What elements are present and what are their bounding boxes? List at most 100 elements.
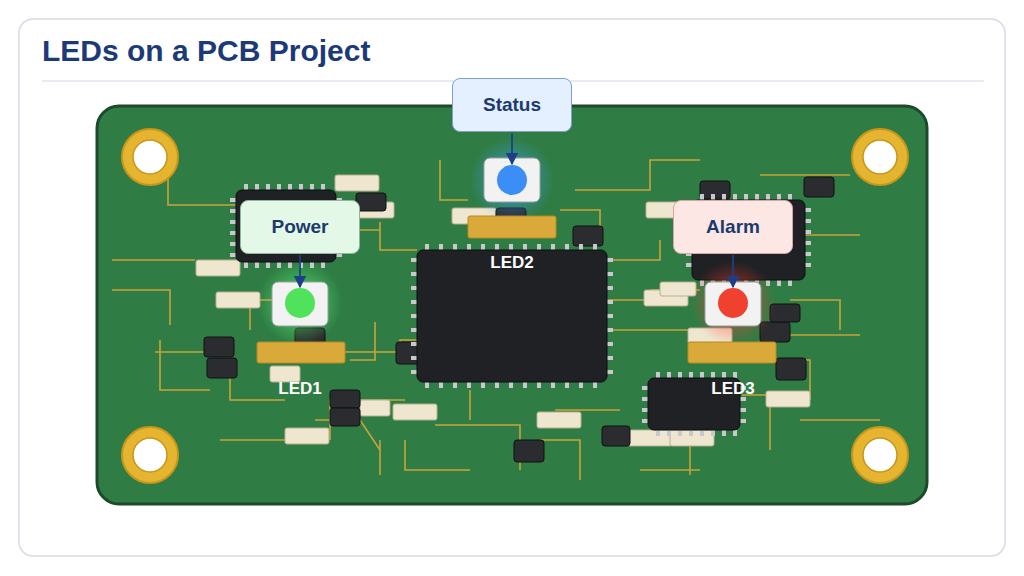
chip-pin <box>593 244 597 250</box>
chip-pin <box>805 241 811 245</box>
chip-pin <box>607 342 613 346</box>
capacitor <box>207 358 237 378</box>
capacitor <box>330 408 360 426</box>
chips <box>230 184 811 436</box>
chip-pin <box>230 242 236 246</box>
leader-arrow <box>299 255 301 287</box>
trace <box>760 174 850 176</box>
trace <box>469 390 471 420</box>
chip-pin <box>537 382 541 388</box>
chip-pin <box>537 244 541 250</box>
leader-lines <box>300 133 733 287</box>
chip-pin <box>411 258 417 262</box>
chip-pin <box>523 244 527 250</box>
chip-pin <box>805 208 811 212</box>
pcb-board <box>97 106 927 504</box>
led-body <box>705 282 761 326</box>
callout-text: Alarm <box>706 216 760 238</box>
led-pad <box>688 342 776 363</box>
chip-pin <box>495 382 499 388</box>
resistor <box>660 282 696 296</box>
chip-pin <box>689 430 693 436</box>
capacitor <box>573 226 603 246</box>
chip-pin <box>230 231 236 235</box>
hole-center <box>863 438 897 472</box>
card <box>19 19 1005 556</box>
chip-pin <box>551 244 555 250</box>
chip-pin <box>678 430 682 436</box>
chip-pin <box>686 263 692 267</box>
mounting-hole <box>852 129 908 185</box>
led-green <box>285 288 315 318</box>
trace <box>155 351 205 353</box>
chip-pin <box>642 397 648 401</box>
chip-pin <box>711 430 715 436</box>
part-label: LED3 <box>711 379 754 399</box>
chip-pin <box>740 408 746 412</box>
chip-pin <box>788 194 792 200</box>
led-body <box>272 282 328 326</box>
chip-pin <box>288 184 292 190</box>
chip-pin <box>565 382 569 388</box>
resistor <box>216 292 260 308</box>
chip-pin <box>244 262 248 268</box>
led-red <box>718 288 748 318</box>
chip-pin <box>607 258 613 262</box>
chip-pin <box>230 198 236 202</box>
chip-pin <box>453 382 457 388</box>
resistor <box>335 175 379 191</box>
chip-pin <box>607 300 613 304</box>
trace <box>405 440 470 470</box>
chip-pin <box>321 184 325 190</box>
capacitor <box>330 390 360 408</box>
chip-pin <box>733 430 737 436</box>
chip-pin <box>523 382 527 388</box>
trace <box>800 419 880 421</box>
trace <box>540 440 580 480</box>
chip-pin <box>255 262 259 268</box>
chip-pin <box>230 253 236 257</box>
chip-pin <box>230 209 236 213</box>
chip-pin <box>656 430 660 436</box>
chip-pin <box>667 430 671 436</box>
page-title: LEDs on a PCB Project <box>42 34 370 68</box>
chip-pin <box>777 280 781 286</box>
leader-arrow <box>511 133 513 164</box>
chip-pin <box>230 220 236 224</box>
chip-pin <box>310 184 314 190</box>
chip-pin <box>411 300 417 304</box>
chip-pin <box>481 382 485 388</box>
chip-pin <box>689 372 693 378</box>
hole-center <box>863 140 897 174</box>
mounting-hole <box>122 129 178 185</box>
alarm-callout: Alarm <box>673 200 793 254</box>
mounting-hole <box>852 427 908 483</box>
chip-pin <box>642 386 648 390</box>
capacitor <box>204 337 234 357</box>
chip-pin <box>607 328 613 332</box>
chip-pin <box>642 408 648 412</box>
resistor <box>628 430 672 446</box>
resistor <box>285 428 329 444</box>
trace <box>160 340 210 390</box>
trace <box>112 290 170 325</box>
power-callout: Power <box>240 200 360 254</box>
chip-pin <box>299 184 303 190</box>
chip-pin <box>722 372 726 378</box>
chip-pin <box>411 286 417 290</box>
callout-text: Power <box>271 216 328 238</box>
chip-pin <box>607 272 613 276</box>
led-pad <box>257 342 345 363</box>
chip-pin <box>277 184 281 190</box>
chip-pin <box>481 244 485 250</box>
chip-pin <box>642 419 648 423</box>
chip-pin <box>593 382 597 388</box>
chip-pin <box>425 244 429 250</box>
chip-pin <box>453 244 457 250</box>
resistor <box>196 260 240 276</box>
chip-pin <box>740 419 746 423</box>
chip-pin <box>495 244 499 250</box>
resistor <box>670 430 714 446</box>
chip-pin <box>509 382 513 388</box>
